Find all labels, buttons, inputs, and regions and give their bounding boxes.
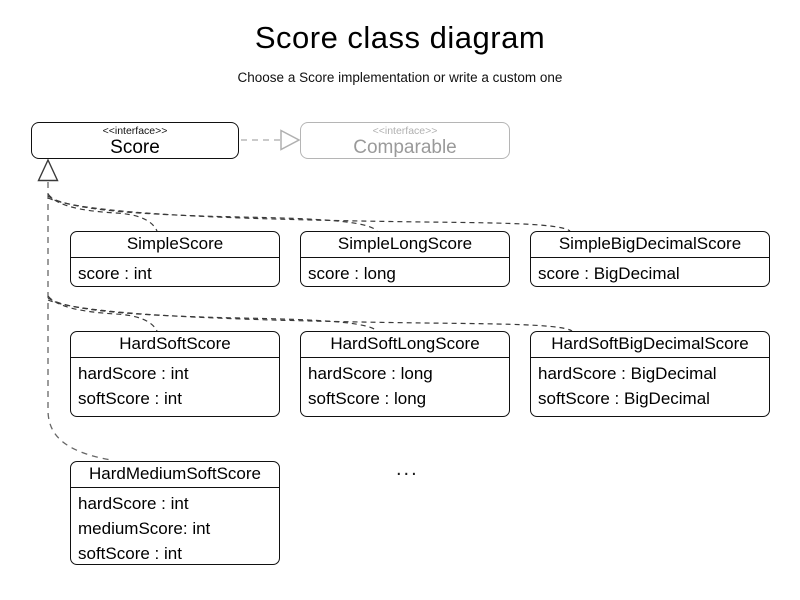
connector-hardmediumsoftscore: [47, 182, 112, 461]
class-box-hardsoftscore: HardSoftScore hardScore : int softScore …: [70, 331, 280, 417]
page-subtitle: Choose a Score implementation or write a…: [237, 70, 563, 85]
class-attribute: hardScore : int: [78, 364, 189, 383]
class-box-simplelongscore: SimpleLongScore score : long: [300, 231, 510, 287]
ellipsis-label: ...: [396, 458, 419, 480]
interface-box-comparable: <<interface>> Comparable: [300, 122, 510, 159]
connector-simplescore: [47, 193, 158, 232]
interface-name: Score: [110, 136, 160, 158]
stereotype-label: <<interface>>: [372, 124, 438, 137]
interface-box-score: <<interface>> Score: [31, 122, 239, 159]
class-name: SimpleLongScore: [301, 232, 509, 258]
connector-simplebigdecimalscore: [47, 197, 571, 232]
class-attribute: softScore : BigDecimal: [538, 389, 710, 408]
class-name: HardSoftLongScore: [301, 332, 509, 358]
realization-arrowhead-comparable: [280, 129, 301, 151]
class-attribute: softScore : int: [78, 389, 182, 408]
class-attribute: score : BigDecimal: [538, 264, 680, 283]
class-box-hardsoftbigdecimalscore: HardSoftBigDecimalScore hardScore : BigD…: [530, 331, 770, 417]
class-name: HardSoftBigDecimalScore: [531, 332, 769, 358]
class-attribute: hardScore : BigDecimal: [538, 364, 717, 383]
connector-hardsoftscore: [47, 295, 158, 332]
connector-hardsoftlongscore: [47, 297, 378, 332]
class-box-simplescore: SimpleScore score : int: [70, 231, 280, 287]
class-attribute: hardScore : long: [308, 364, 433, 383]
class-name: HardSoftScore: [71, 332, 279, 358]
class-name: SimpleBigDecimalScore: [531, 232, 769, 258]
class-attribute: mediumScore: int: [78, 519, 211, 538]
page-title: Score class diagram: [254, 20, 546, 55]
class-box-simplebigdecimalscore: SimpleBigDecimalScore score : BigDecimal: [530, 231, 770, 287]
class-box-hardsoftlongscore: HardSoftLongScore hardScore : long softS…: [300, 331, 510, 417]
class-attribute: softScore : long: [308, 389, 427, 408]
interface-name: Comparable: [353, 136, 457, 158]
class-attribute: score : long: [308, 264, 396, 283]
stereotype-label: <<interface>>: [102, 124, 168, 137]
inheritance-triangle-score: [37, 158, 59, 182]
class-attribute: softScore : int: [78, 544, 182, 563]
class-name: SimpleScore: [71, 232, 279, 258]
class-name: HardMediumSoftScore: [71, 462, 279, 488]
class-attribute: score : int: [78, 264, 152, 283]
class-attribute: hardScore : int: [78, 494, 189, 513]
connector-simplelongscore: [47, 195, 378, 232]
connector-hardsoftbigdecimalscore: [47, 299, 573, 332]
class-box-hardmediumsoftscore: HardMediumSoftScore hardScore : int medi…: [70, 461, 280, 565]
